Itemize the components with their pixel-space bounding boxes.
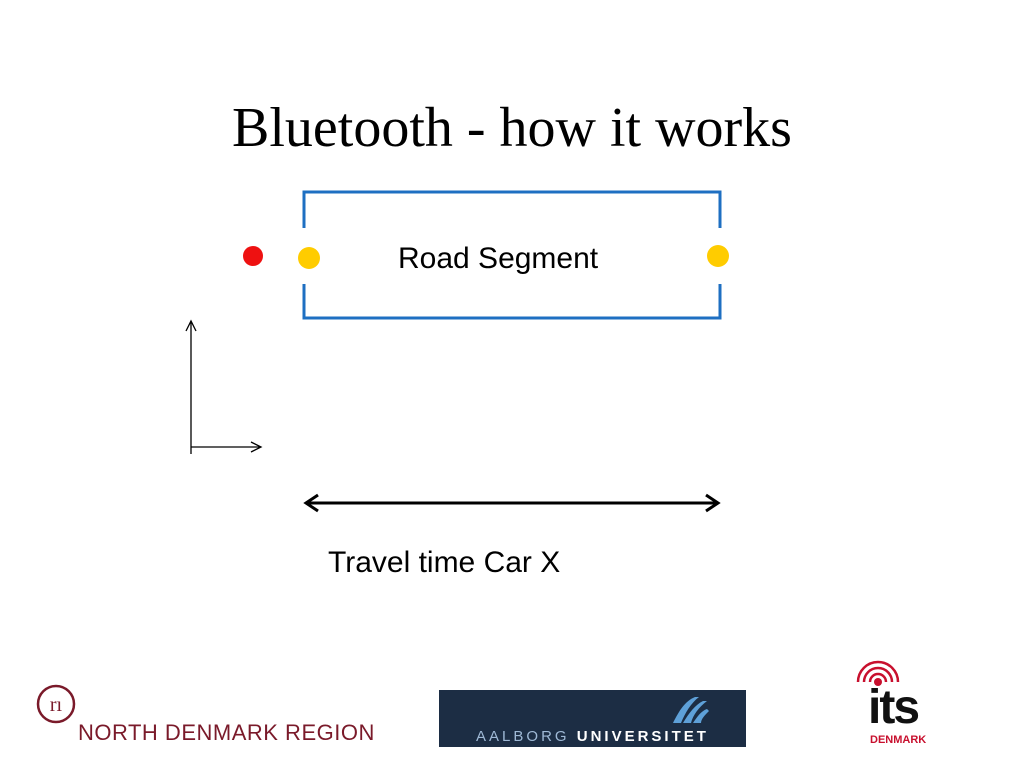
its-text: its <box>868 681 920 734</box>
its-denmark-logo: its DENMARK <box>854 660 946 748</box>
its-signal-icon <box>856 660 900 686</box>
aalborg-universitet-emblem-icon <box>673 697 709 723</box>
svg-text:rı: rı <box>50 694 63 716</box>
travel-time-arrowhead-right <box>705 493 721 513</box>
x-axis-arrowhead <box>250 441 263 453</box>
road-segment-label: Road Segment <box>398 242 599 275</box>
its-denmark-text: DENMARK <box>870 734 927 746</box>
travel-time-label: Travel time Car X <box>328 546 561 579</box>
y-axis-arrowhead <box>185 319 197 332</box>
aalborg-universitet-text: AALBORG UNIVERSITET <box>439 728 746 745</box>
road-segment-bottom-edge <box>302 284 722 320</box>
travel-time-arrowhead-left <box>303 493 319 513</box>
road-segment-top-edge <box>302 190 722 228</box>
detector-exit-dot <box>707 245 729 267</box>
aalborg-universitet-logo: AALBORG UNIVERSITET <box>439 690 746 747</box>
slide-title: Bluetooth - how it works <box>232 97 792 159</box>
detector-entry-dot <box>298 247 320 269</box>
axes <box>185 319 263 454</box>
north-denmark-region-logo: rı NORTH DENMARK REGION <box>36 682 380 748</box>
north-denmark-region-text: NORTH DENMARK REGION <box>78 720 375 745</box>
aalborg-word: AALBORG <box>476 728 570 745</box>
travel-time-arrow <box>303 493 721 513</box>
car-dot <box>243 246 263 266</box>
universitet-word: UNIVERSITET <box>576 728 709 745</box>
road-segment-box <box>302 190 722 320</box>
north-denmark-region-mark-icon: rı <box>36 684 76 724</box>
